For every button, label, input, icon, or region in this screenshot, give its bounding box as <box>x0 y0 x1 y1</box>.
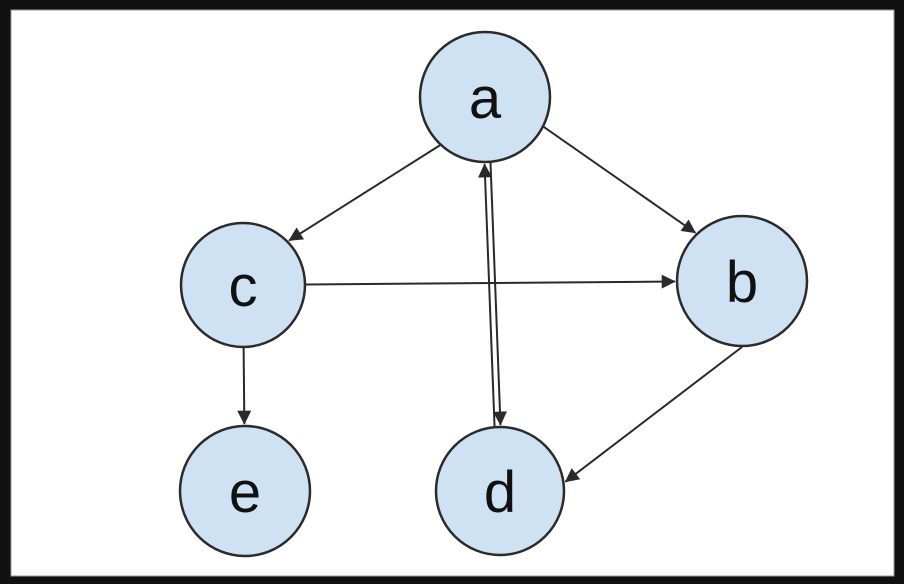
node-d-circle <box>434 425 566 557</box>
node-b: b <box>675 214 809 348</box>
edge-a-c <box>288 144 441 242</box>
node-b-circle <box>675 214 809 348</box>
node-c: c <box>179 221 307 349</box>
edge-b-d <box>564 346 743 483</box>
node-e-circle <box>178 424 312 558</box>
node-c-circle <box>179 221 307 349</box>
edges-layer <box>237 126 743 483</box>
node-a: a <box>418 30 552 164</box>
node-d: d <box>434 425 566 557</box>
edge-a-d <box>489 162 507 426</box>
node-a-circle <box>418 30 552 164</box>
edge-a-b <box>543 126 697 234</box>
edge-c-e <box>237 347 252 425</box>
edge-d-a <box>478 163 496 427</box>
node-e: e <box>178 424 312 558</box>
edge-c-b <box>305 274 676 289</box>
